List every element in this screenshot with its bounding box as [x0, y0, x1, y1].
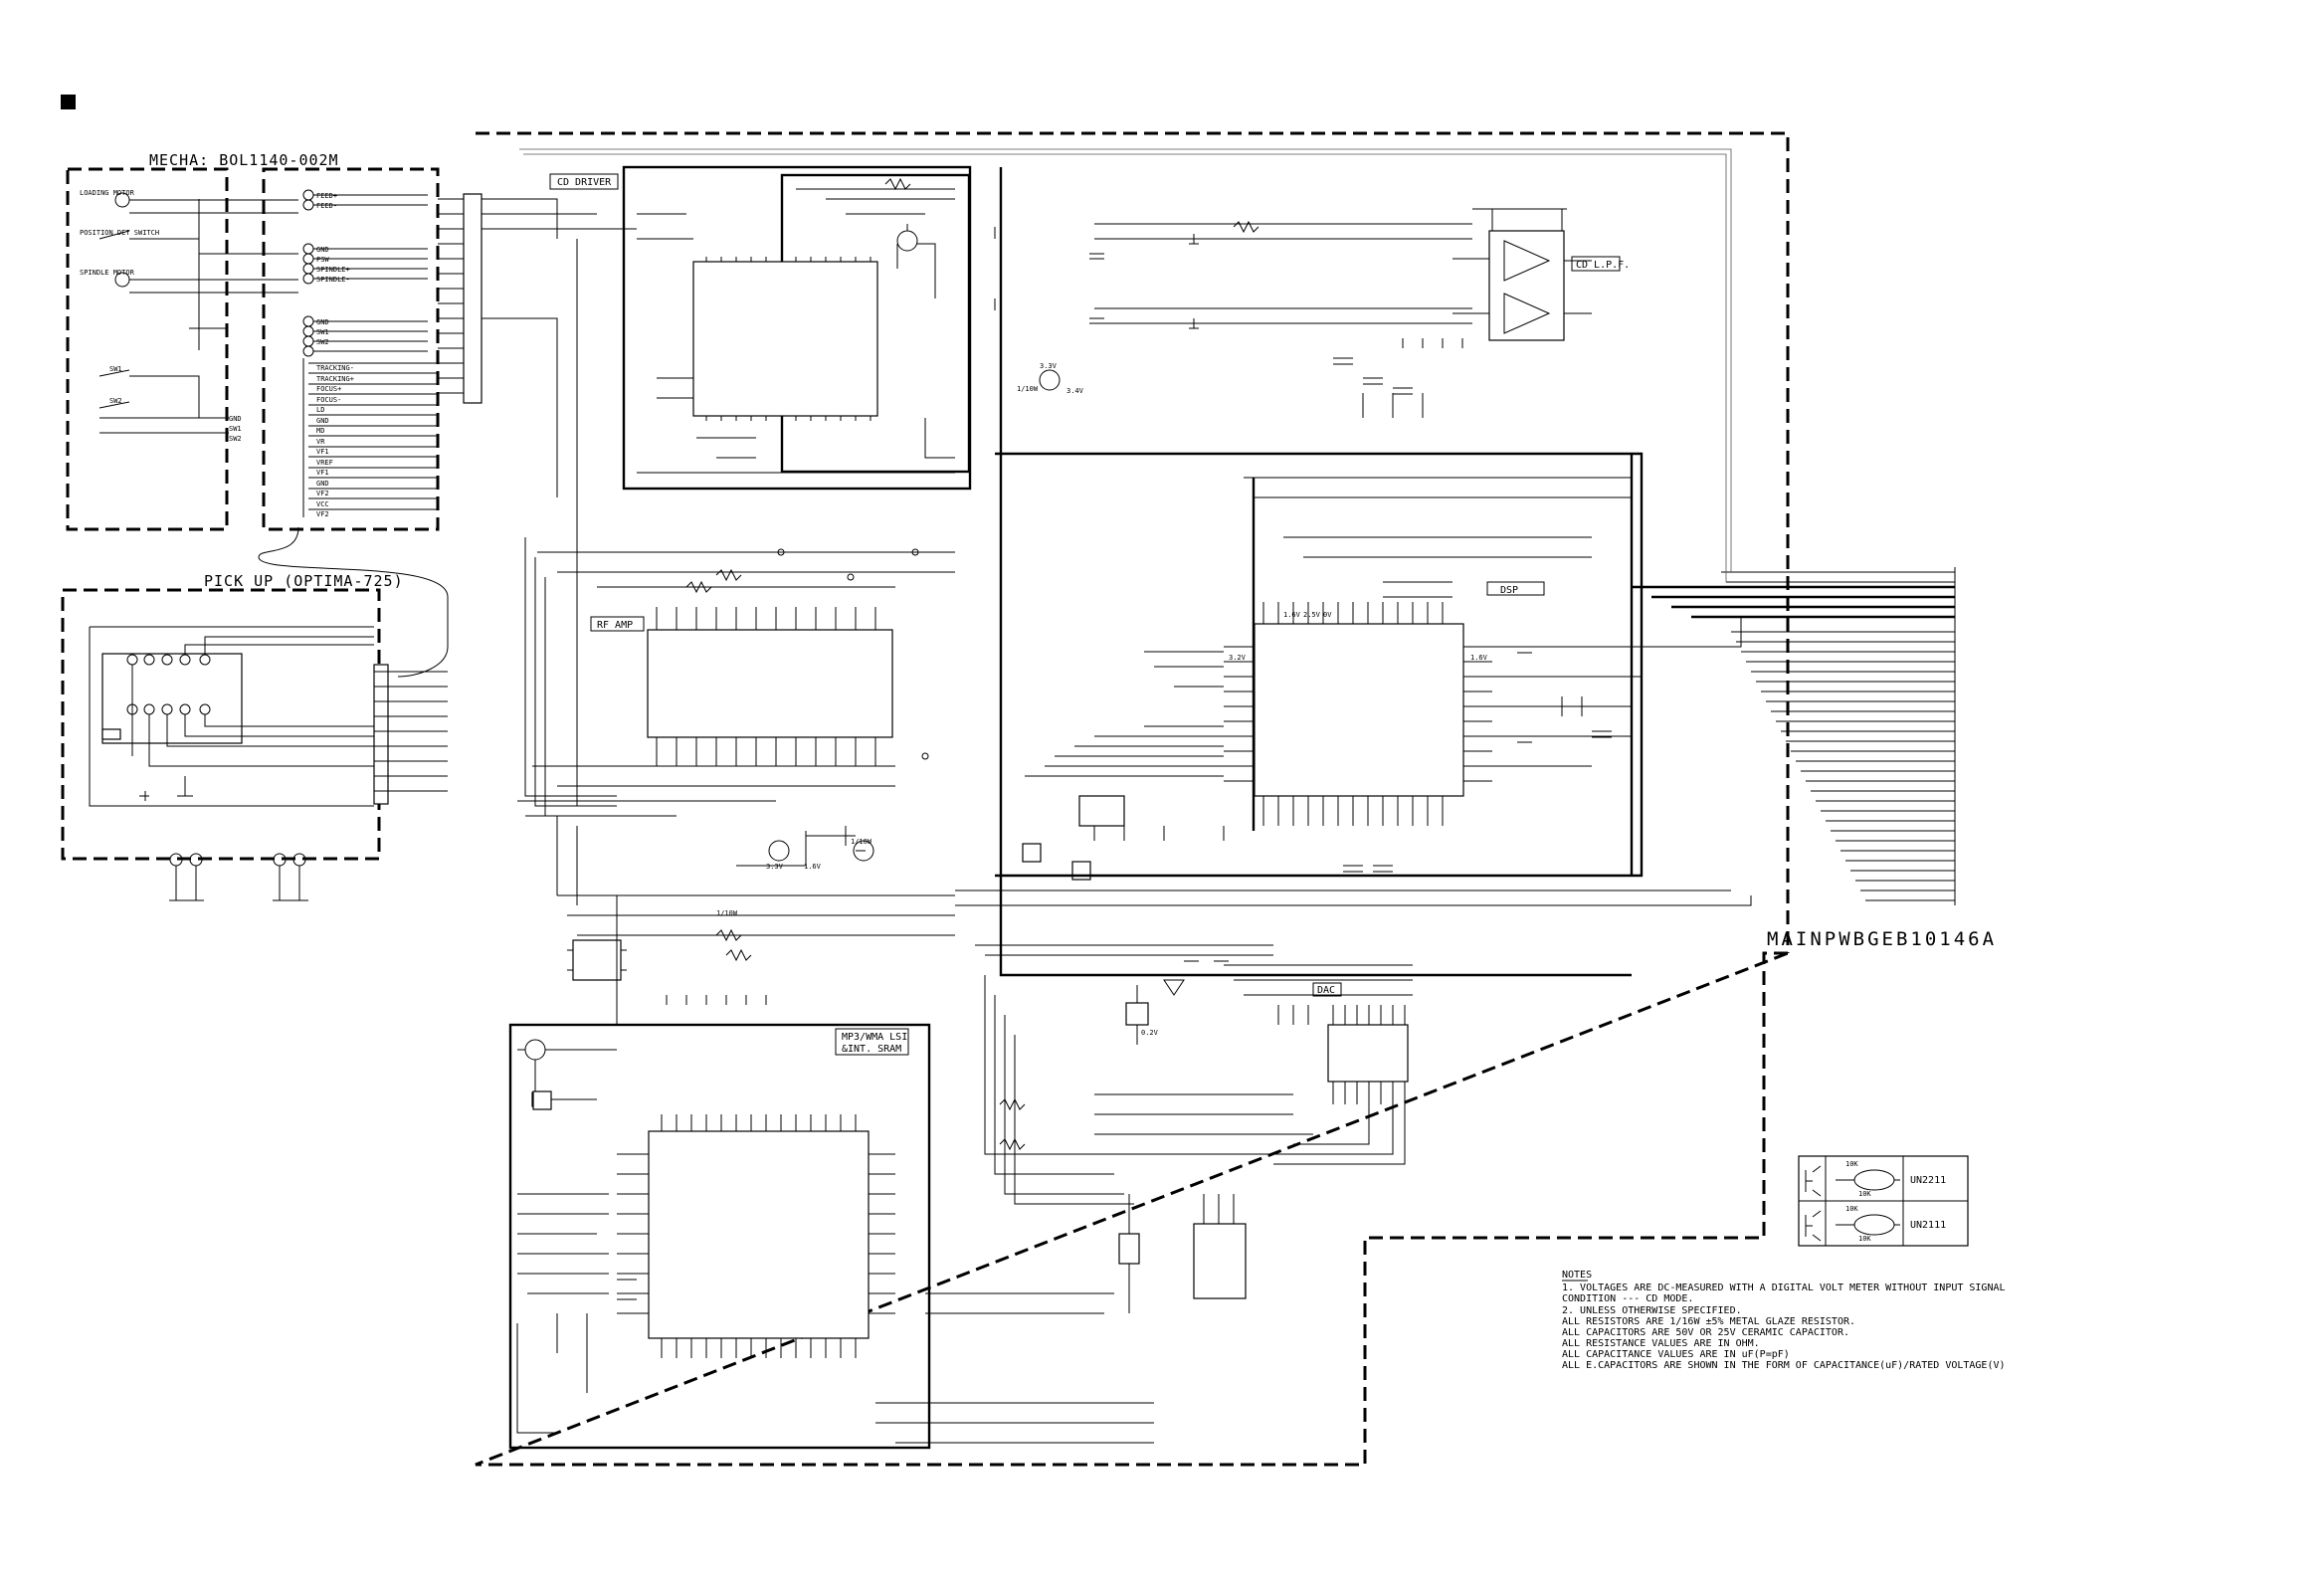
mecha-title: MECHA: BOL1140-002M — [149, 151, 339, 169]
svg-text:VR: VR — [316, 438, 325, 446]
svg-text:10K: 10K — [1858, 1190, 1871, 1198]
main-pwb-outline — [475, 131, 1790, 1467]
spindle-motor-label: SPINDLE MOTOR — [80, 269, 135, 277]
notes: NOTES 1. VOLTAGES ARE DC-MEASURED WITH A… — [1562, 1270, 2006, 1371]
svg-text:1.6V: 1.6V — [1470, 654, 1488, 662]
svg-text:GND: GND — [316, 417, 329, 425]
svg-text:3.3V: 3.3V — [1040, 362, 1058, 370]
svg-text:GND: GND — [229, 415, 242, 423]
svg-text:SPINDLE-: SPINDLE- — [316, 276, 350, 284]
svg-text:0V: 0V — [1323, 611, 1332, 619]
svg-text:LD: LD — [316, 406, 324, 414]
svg-text:10K: 10K — [1845, 1160, 1858, 1168]
svg-text:10K: 10K — [1858, 1235, 1871, 1243]
rf-amp-label: RF AMP — [597, 620, 633, 631]
transistor-legend: 10K 10K 10K 10K UN2211 UN2111 — [1798, 1155, 1969, 1247]
svg-text:SPINDLE+: SPINDLE+ — [316, 266, 350, 274]
notes-line-8: ALL E.CAPACITORS ARE SHOWN IN THE FORM O… — [1562, 1360, 2006, 1371]
dsp-block: DSP — [1025, 477, 1642, 826]
cd-driver-ic — [692, 261, 878, 417]
svg-text:3.4V: 3.4V — [1066, 387, 1084, 395]
components — [617, 177, 1612, 1300]
svg-text:3.2V: 3.2V — [1229, 654, 1247, 662]
svg-text:1/10W: 1/10W — [716, 909, 738, 917]
dac-label: DAC — [1317, 985, 1335, 996]
cd-lpf-label: CD L.P.F. — [1576, 260, 1630, 271]
notes-line-7: ALL CAPACITANCE VALUES ARE IN uF(P=pF) — [1562, 1349, 1790, 1360]
notes-line-4: ALL RESISTORS ARE 1/16W ±5% METAL GLAZE … — [1562, 1316, 1855, 1327]
sw2-label: SW2 — [109, 397, 122, 405]
svg-text:FOCUS-: FOCUS- — [316, 396, 341, 404]
svg-text:FOCUS+: FOCUS+ — [316, 385, 341, 393]
svg-text:GND: GND — [316, 318, 329, 326]
svg-text:VF2: VF2 — [316, 510, 329, 518]
dsp-label: DSP — [1500, 585, 1518, 596]
svg-text:FEED-: FEED- — [316, 202, 337, 210]
svg-text:GND: GND — [316, 480, 329, 488]
svg-text:VCC: VCC — [316, 500, 329, 508]
svg-text:1.6V: 1.6V — [804, 863, 822, 871]
svg-text:VF2: VF2 — [316, 490, 329, 497]
svg-text:VF1: VF1 — [316, 448, 329, 456]
small-ic-group — [532, 795, 1247, 1313]
notes-line-6: ALL RESISTANCE VALUES ARE IN OHM. — [1562, 1338, 1760, 1349]
cd-driver-label: CD DRIVER — [557, 177, 612, 188]
svg-text:TRACKING-: TRACKING- — [316, 364, 354, 372]
cd-lpf-block: CD L.P.F. — [1094, 208, 1630, 341]
svg-text:3.3V: 3.3V — [766, 863, 784, 871]
svg-text:SW1: SW1 — [316, 328, 329, 336]
svg-text:PSW: PSW — [316, 256, 329, 264]
notes-line-3: 2. UNLESS OTHERWISE SPECIFIED. — [1562, 1305, 1742, 1316]
svg-text:2.5V: 2.5V — [1303, 611, 1321, 619]
notes-line-1: 1. VOLTAGES ARE DC-MEASURED WITH A DIGIT… — [1562, 1283, 2006, 1293]
svg-text:10K: 10K — [1845, 1205, 1858, 1213]
notes-line-2: CONDITION --- CD MODE. — [1562, 1293, 1693, 1304]
pickup-title: PICK UP (OPTIMA-725) — [204, 572, 404, 590]
dac-block: DAC — [1224, 964, 1413, 1165]
mp3-lsi-label-1: MP3/WMA LSI — [842, 1032, 907, 1043]
cd-driver-block: CD DRIVER — [549, 165, 972, 491]
svg-text:TRACKING+: TRACKING+ — [316, 375, 354, 383]
svg-text:VREF: VREF — [316, 459, 333, 467]
svg-text:SW2: SW2 — [229, 435, 242, 443]
legend-code-1: UN2211 — [1910, 1175, 1946, 1186]
mp3-lsi-label-2: &INT. SRAM — [842, 1044, 901, 1055]
corner-marker — [61, 95, 76, 109]
svg-text:VF1: VF1 — [316, 469, 329, 477]
mecha-block: MECHA: BOL1140-002M LOADING MOTOR SPINDL… — [66, 151, 483, 531]
voltage-annotations: 3.3V 3.4V 1.6V 2.5V 0V 3.2V 1.6V 3.3V 1.… — [716, 362, 1488, 1037]
rf-amp-block: RF AMP — [517, 551, 955, 867]
svg-text:SW2: SW2 — [316, 338, 329, 346]
loading-motor-label: LOADING MOTOR — [80, 189, 135, 197]
svg-text:SW1: SW1 — [229, 425, 242, 433]
pickup-block: PICK UP (OPTIMA-725) — [61, 572, 448, 901]
svg-text:GND: GND — [316, 246, 329, 254]
svg-text:1.6V: 1.6V — [1283, 611, 1301, 619]
wiring — [482, 148, 1956, 1444]
svg-text:FEED+: FEED+ — [316, 192, 337, 200]
svg-text:1/10W: 1/10W — [1017, 385, 1039, 393]
svg-text:1/10W: 1/10W — [851, 838, 872, 846]
mp3-lsi-block: MP3/WMA LSI &INT. SRAM — [508, 939, 931, 1450]
legend-code-2: UN2111 — [1910, 1220, 1946, 1231]
main-connector-cn1 — [438, 193, 483, 404]
main-pwb-label: MAINPWBGEB10146A — [1767, 928, 1997, 950]
svg-text:0.2V: 0.2V — [1141, 1029, 1159, 1037]
svg-text:MD: MD — [316, 427, 324, 435]
sw1-label: SW1 — [109, 365, 122, 373]
position-switch-label: POSITION DET SWITCH — [80, 229, 159, 237]
mecha-connector — [302, 189, 314, 357]
notes-line-5: ALL CAPACITORS ARE 50V OR 25V CERAMIC CA… — [1562, 1327, 1849, 1338]
notes-heading: NOTES — [1562, 1270, 1592, 1281]
pickup-bottom-connector — [169, 853, 306, 867]
